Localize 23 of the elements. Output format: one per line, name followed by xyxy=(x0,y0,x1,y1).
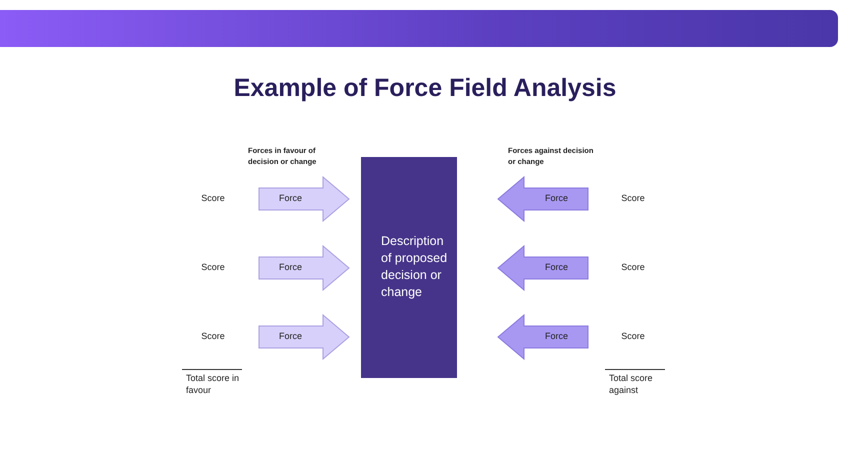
force-label: Force xyxy=(278,193,303,203)
force-label: Force xyxy=(278,262,303,272)
force-label: Force xyxy=(278,331,303,341)
box-text: Description of proposed decision or change xyxy=(381,233,448,301)
score-label: Score xyxy=(620,331,646,341)
score-label: Score xyxy=(200,262,226,272)
total-score-label: Total score in favour xyxy=(186,372,240,396)
force-arrow xyxy=(258,176,350,222)
decision-box xyxy=(361,157,457,378)
force-arrow xyxy=(258,314,350,360)
force-arrow xyxy=(497,176,589,222)
score-label: Score xyxy=(200,193,226,203)
force-arrow xyxy=(258,245,350,291)
score-label: Score xyxy=(620,193,646,203)
force-label: Force xyxy=(544,331,569,341)
force-arrow xyxy=(497,245,589,291)
force-arrow xyxy=(497,314,589,360)
title: Example of Force Field Analysis xyxy=(232,74,618,103)
force-label: Force xyxy=(544,262,569,272)
score-label: Score xyxy=(620,262,646,272)
total-score-label: Total score against xyxy=(609,372,654,396)
force-label: Force xyxy=(544,193,569,203)
score-label: Score xyxy=(200,331,226,341)
